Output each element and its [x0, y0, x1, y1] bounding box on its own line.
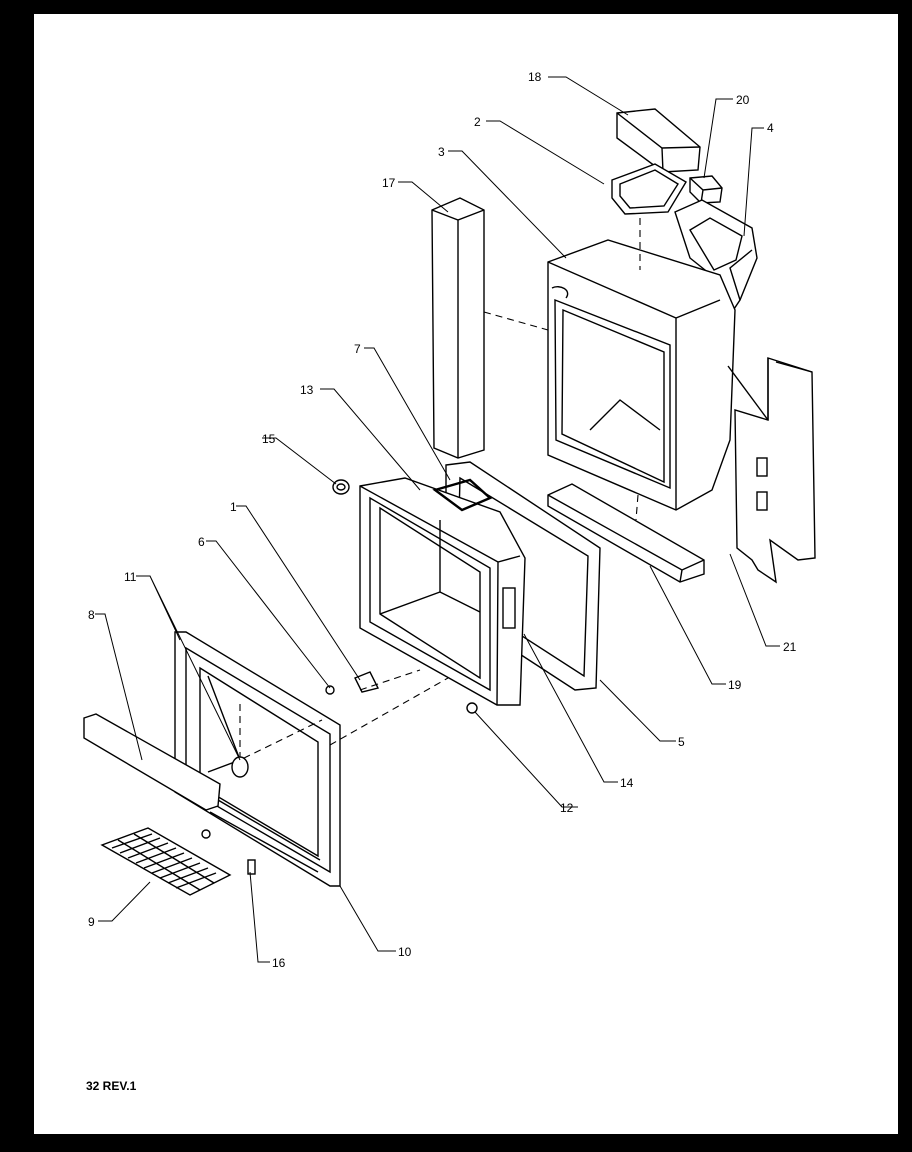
callout-7: 7	[354, 342, 361, 356]
callout-3: 3	[438, 145, 445, 159]
callout-6: 6	[198, 535, 205, 549]
part-15-knob	[332, 479, 350, 495]
part-8-strip	[83, 713, 221, 811]
callout-17: 17	[382, 176, 396, 190]
part-4-duct	[674, 199, 758, 320]
part-1-clip	[354, 671, 380, 693]
callout-10: 10	[398, 945, 412, 959]
callout-8: 8	[88, 608, 95, 622]
part-2-tray	[611, 163, 687, 215]
exploded-parts-diagram: 18 20 2 4 3 17 7 13 15 1 6 11 8 21 19 5 …	[83, 70, 816, 970]
callout-12: 12	[560, 801, 574, 815]
part-18-top-block	[616, 108, 701, 173]
revision-label: 32 REV.1	[86, 1079, 137, 1093]
callout-16: 16	[272, 956, 286, 970]
callout-21: 21	[783, 640, 797, 654]
part-10-front-frame	[174, 631, 341, 887]
callout-2: 2	[474, 115, 481, 129]
leader-lines	[95, 76, 780, 963]
callout-5: 5	[678, 735, 685, 749]
callout-14: 14	[620, 776, 634, 790]
part-13-liner-box	[359, 477, 526, 706]
assembly-dash-lines	[329, 218, 641, 746]
part-16-screw	[201, 829, 256, 875]
callout-4: 4	[767, 121, 774, 135]
part-3-housing	[547, 239, 736, 511]
callout-19: 19	[728, 678, 742, 692]
part-21-side-panel	[727, 357, 816, 584]
part-19-bar	[547, 483, 705, 583]
callout-1: 1	[230, 500, 237, 514]
callout-15: 15	[262, 432, 276, 446]
part-6-screw	[325, 685, 335, 695]
part-20-small-block	[689, 175, 723, 204]
part-12-screw	[466, 702, 478, 714]
callout-18: 18	[528, 70, 542, 84]
diagram-sheet: 18 20 2 4 3 17 7 13 15 1 6 11 8 21 19 5 …	[34, 14, 898, 1134]
callout-20: 20	[736, 93, 750, 107]
part-9-grille	[100, 827, 232, 896]
callout-11: 11	[124, 570, 137, 584]
callout-13: 13	[300, 383, 314, 397]
callout-9: 9	[88, 915, 95, 929]
part-17-column	[431, 197, 485, 459]
